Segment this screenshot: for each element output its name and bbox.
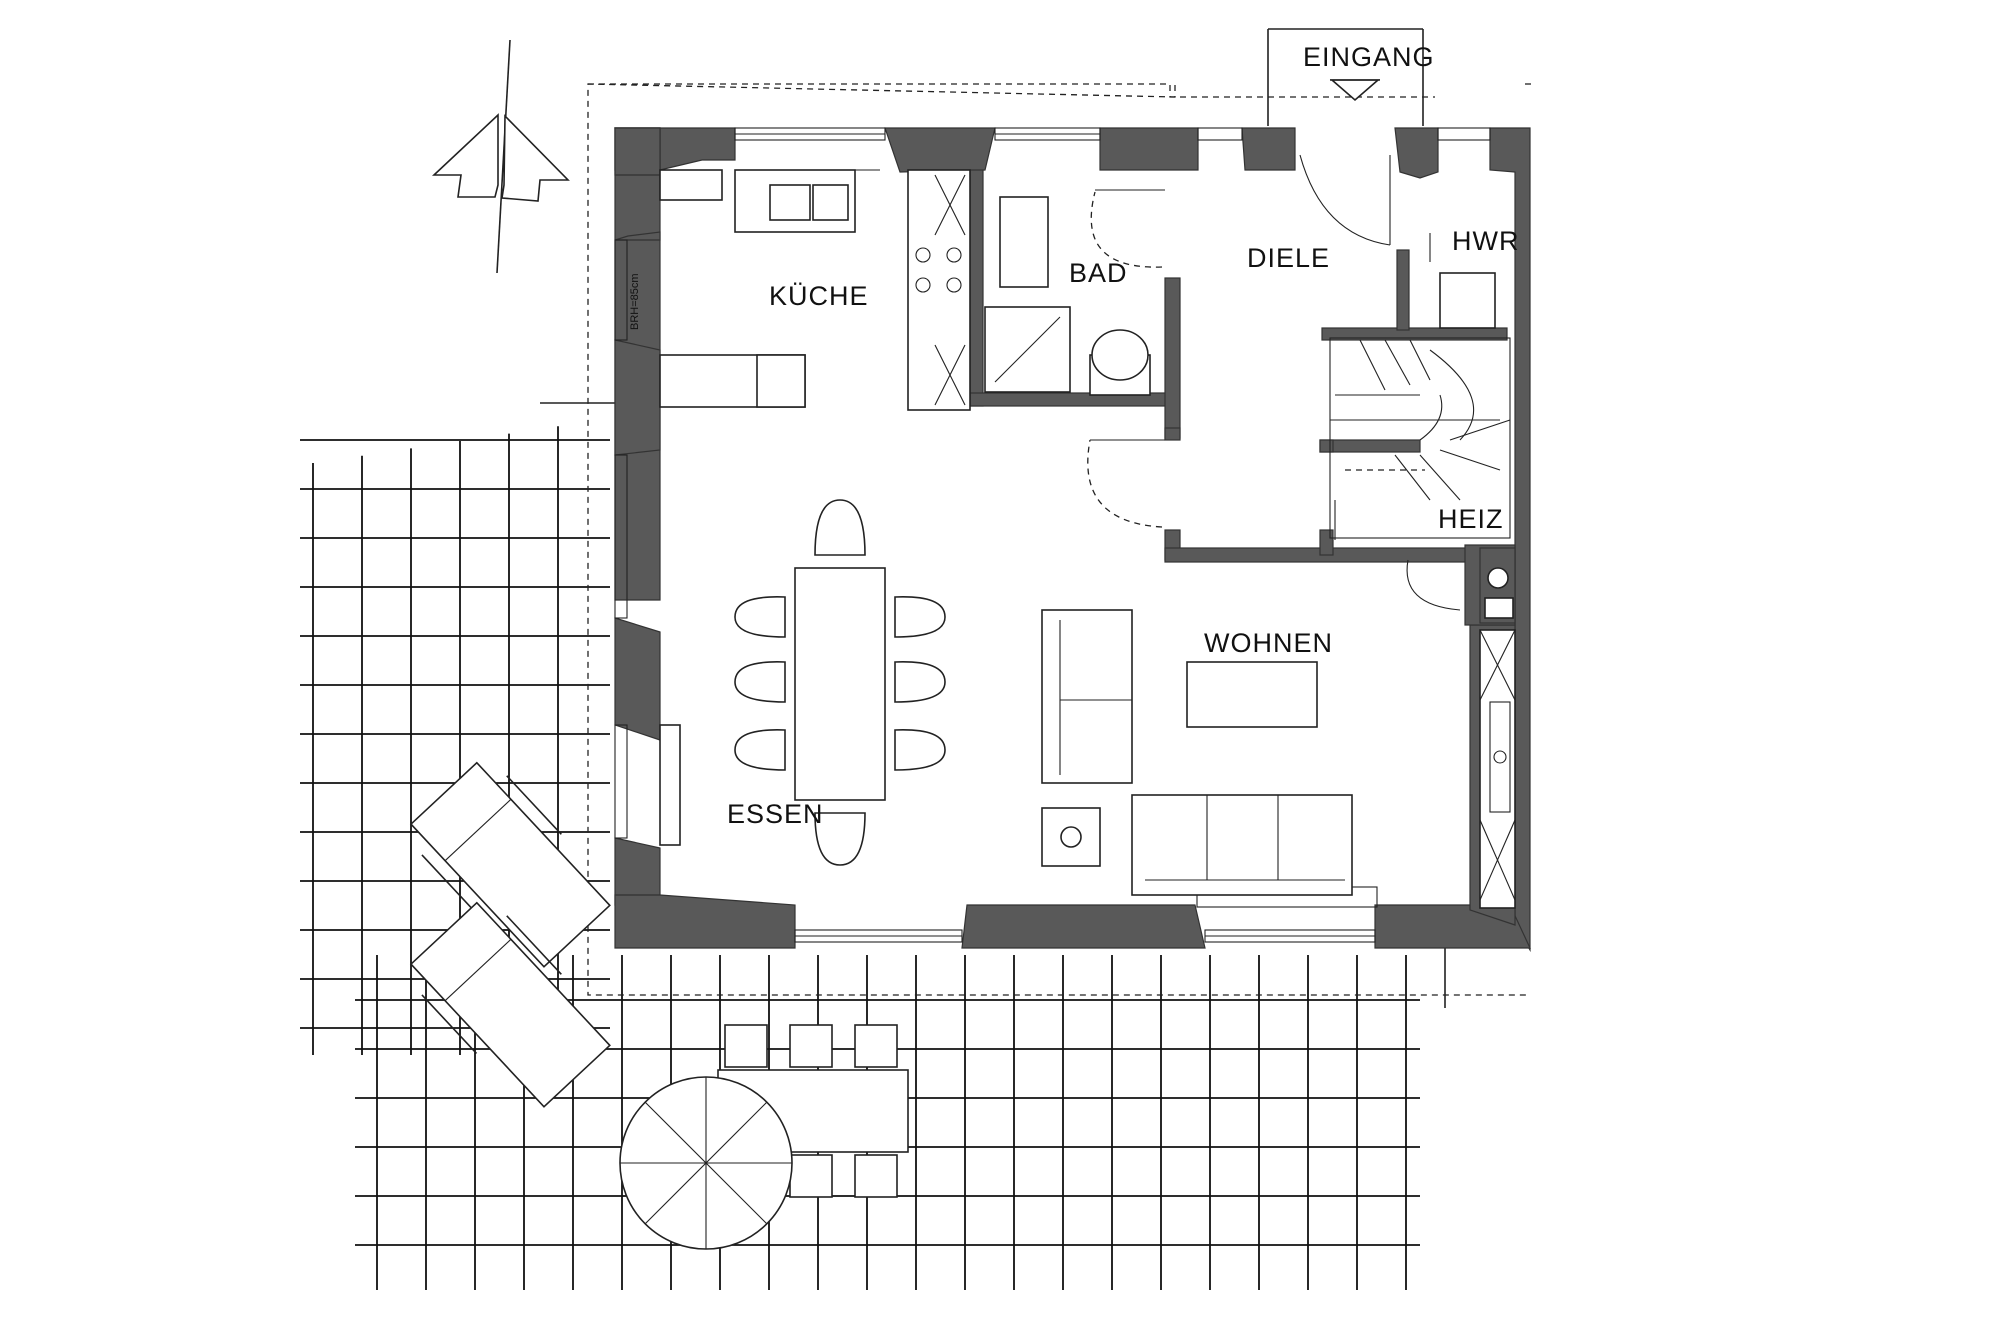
label-kitchen: KÜCHE: [769, 281, 869, 311]
terrace-paving-grid: [300, 426, 1420, 1290]
label-dining: ESSEN: [727, 799, 824, 829]
coffee-table: [1186, 661, 1318, 728]
sofa-icon: [1041, 609, 1353, 896]
sink-icon: [769, 184, 811, 221]
utility-cabinet: [1439, 272, 1496, 329]
kitchen-furniture: [659, 169, 971, 411]
label-hall: DIELE: [1247, 243, 1330, 273]
doors: [1087, 154, 1461, 611]
parasol-icon: [619, 1076, 793, 1250]
dining-table-icon: [659, 499, 946, 866]
label-bath: BAD: [1069, 258, 1128, 288]
sun-lounger-icon: [409, 761, 611, 1108]
label-living: WOHNEN: [1204, 628, 1333, 658]
staircase: [1329, 337, 1511, 540]
interior-walls: [969, 169, 1516, 626]
living-wall-cabinets: [1479, 629, 1516, 909]
label-entrance: EINGANG: [1303, 42, 1435, 72]
window-sill-note: BRH=85cm: [629, 273, 641, 330]
sink-icon: [999, 196, 1049, 288]
facade-outline: [540, 28, 1535, 1008]
north-arrow-icon: [431, 39, 570, 274]
stove-icon: [915, 247, 962, 293]
room-labels: EINGANG KÜCHE BAD DIELE HWR HEIZ WOHNEN …: [727, 42, 1519, 829]
label-utility: HWR: [1452, 226, 1519, 256]
bathroom-fixtures: [984, 196, 1151, 396]
label-heating: HEIZ: [1438, 504, 1504, 534]
